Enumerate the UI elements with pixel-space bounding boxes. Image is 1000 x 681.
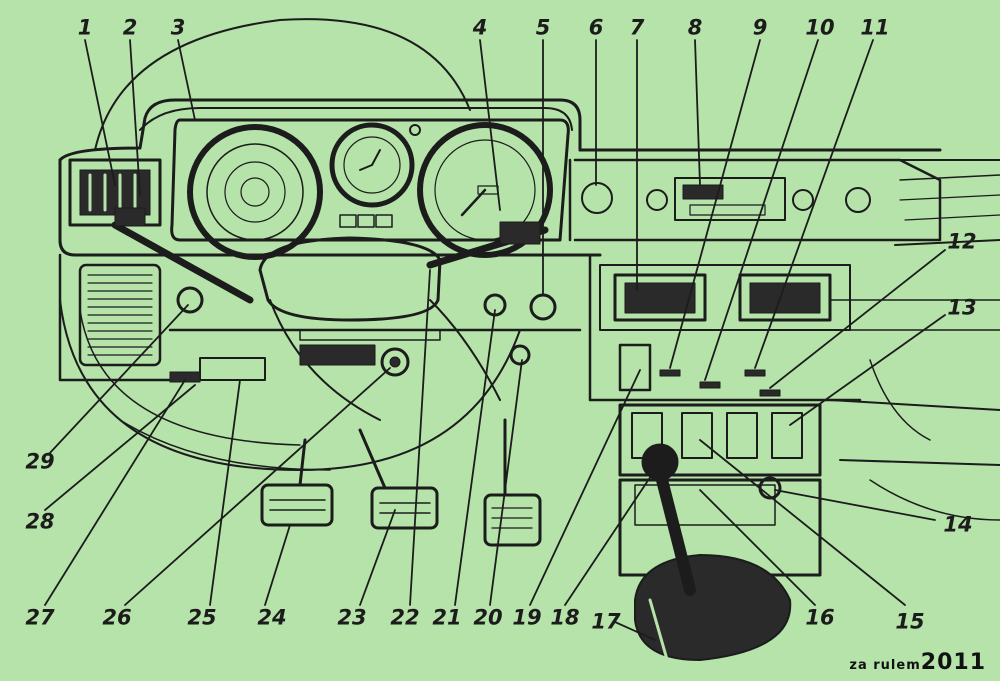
left-stalk xyxy=(111,207,254,304)
console-controls xyxy=(618,343,822,577)
leader-lines xyxy=(44,39,946,641)
callout-10: 10 xyxy=(805,15,835,40)
watermark-year: 2011 xyxy=(920,650,986,675)
callout-22: 22 xyxy=(390,605,420,630)
callout-4: 4 xyxy=(472,15,488,40)
callout-23: 23 xyxy=(337,605,367,630)
left-knob xyxy=(176,286,204,314)
watermark: za rulem2011 xyxy=(849,650,986,675)
instrument-panel-body xyxy=(58,98,1000,521)
callout-17: 17 xyxy=(591,609,621,634)
callout-15: 15 xyxy=(895,609,925,634)
callout-2: 2 xyxy=(122,15,138,40)
hood-release xyxy=(199,357,266,381)
callout-1: 1 xyxy=(77,15,93,40)
callout-21: 21 xyxy=(432,605,462,630)
callout-14: 14 xyxy=(943,512,973,537)
callout-13: 13 xyxy=(947,295,977,320)
center-air-vents xyxy=(613,273,832,322)
ignition-switch xyxy=(380,347,410,377)
radio-panel xyxy=(581,177,871,221)
clutch-pedal xyxy=(260,438,334,527)
steering-wheel-hub xyxy=(258,236,501,421)
instrument-cluster xyxy=(170,118,570,260)
callout-24: 24 xyxy=(257,605,287,630)
callout-18: 18 xyxy=(550,605,580,630)
callout-16: 16 xyxy=(805,605,835,630)
callout-20: 20 xyxy=(473,605,503,630)
callout-12: 12 xyxy=(947,229,977,254)
gear-lever xyxy=(634,443,792,672)
callout-3: 3 xyxy=(170,15,186,40)
callout-8: 8 xyxy=(687,15,703,40)
callout-9: 9 xyxy=(752,15,768,40)
right-stalk xyxy=(426,221,549,269)
accelerator-pedal xyxy=(483,418,542,547)
callout-19: 19 xyxy=(512,605,542,630)
callout-27: 27 xyxy=(25,605,55,630)
callout-26: 26 xyxy=(102,605,132,630)
callout-5: 5 xyxy=(535,15,551,40)
callout-28: 28 xyxy=(25,509,55,534)
callout-11: 11 xyxy=(860,15,890,40)
callout-7: 7 xyxy=(629,15,645,40)
watermark-prefix: za rulem xyxy=(849,658,921,673)
callout-29: 29 xyxy=(25,449,55,474)
lower-knob xyxy=(509,344,531,366)
brake-pedal xyxy=(358,428,439,530)
callout-25: 25 xyxy=(187,605,217,630)
right-knob xyxy=(529,293,557,321)
callout-6: 6 xyxy=(588,15,604,40)
